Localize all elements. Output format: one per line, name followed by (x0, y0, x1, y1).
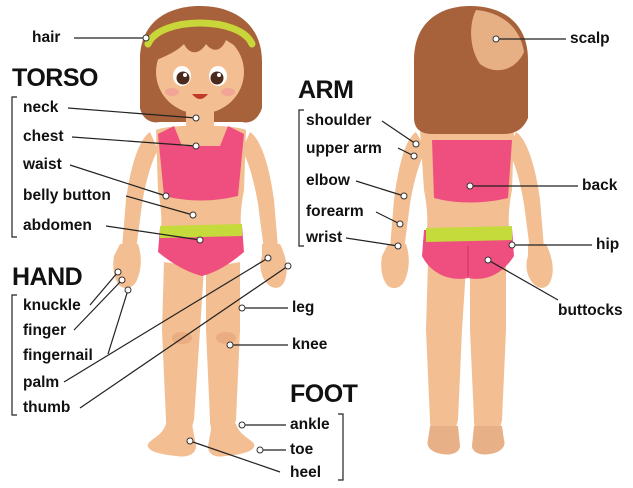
label-shoulder: shoulder (306, 112, 371, 130)
label-heel: heel (290, 464, 321, 482)
dot-palm (265, 255, 271, 261)
label-chest: chest (23, 128, 64, 146)
dot-heel (187, 438, 193, 444)
dot-finger (119, 277, 125, 283)
heading-hand: HAND (12, 263, 82, 291)
front-left-leg (162, 262, 204, 436)
back-left-leg (426, 262, 466, 436)
front-right-leg (206, 262, 240, 436)
back-right-leg (470, 262, 506, 436)
front-left-hand (113, 244, 141, 288)
back-figure (381, 6, 553, 455)
label-hair: hair (32, 29, 60, 47)
dot-hair (143, 35, 149, 41)
back-left-foot (428, 426, 460, 455)
back-left-arm (390, 132, 426, 250)
dot-chest (193, 143, 199, 149)
label-ankle: ankle (290, 416, 330, 434)
dot-elbow (401, 193, 407, 199)
front-right-pupil (211, 72, 224, 85)
label-knuckle: knuckle (23, 297, 81, 315)
label-scalp: scalp (570, 30, 610, 48)
label-toe: toe (290, 441, 313, 459)
front-right-knee (216, 332, 236, 344)
heading-arm: ARM (298, 76, 353, 104)
front-right-eye-shine (217, 73, 221, 77)
bracket-foot (338, 414, 343, 480)
label-buttocks: buttocks (558, 302, 623, 320)
dot-hip (509, 242, 515, 248)
front-right-foot (208, 424, 254, 457)
label-upper-arm: upper arm (306, 140, 382, 158)
dot-waist (163, 193, 169, 199)
front-right-cheek (221, 88, 235, 96)
dot-fingernail (125, 287, 131, 293)
back-left-hand (381, 244, 409, 288)
label-hip: hip (596, 236, 619, 254)
front-left-eye-shine (183, 73, 187, 77)
label-neck: neck (23, 99, 58, 117)
dot-back (467, 183, 473, 189)
back-right-arm (508, 132, 544, 250)
dot-leg (239, 305, 245, 311)
label-wrist: wrist (306, 229, 342, 247)
leader-shoulder (382, 121, 416, 144)
label-forearm: forearm (306, 203, 364, 221)
dot-upper-arm (411, 153, 417, 159)
back-right-hand (526, 244, 552, 288)
back-right-foot (472, 426, 504, 455)
dot-belly-button (190, 212, 196, 218)
label-thumb: thumb (23, 399, 70, 417)
bracket-hand (12, 295, 17, 415)
back-swim-top (432, 140, 512, 203)
label-palm: palm (23, 374, 59, 392)
label-leg: leg (292, 299, 314, 317)
front-right-hand (260, 244, 286, 288)
label-waist: waist (23, 156, 62, 174)
label-elbow: elbow (306, 172, 350, 190)
back-waistband (426, 226, 512, 242)
dot-wrist (395, 243, 401, 249)
dot-buttocks (485, 257, 491, 263)
label-fingernail: fingernail (23, 347, 93, 365)
dot-ankle (239, 422, 245, 428)
label-belly-button: belly button (23, 187, 111, 205)
label-knee: knee (292, 336, 327, 354)
front-left-cheek (165, 88, 179, 96)
dot-forearm (397, 221, 403, 227)
dot-shoulder (413, 141, 419, 147)
heading-foot: FOOT (290, 380, 357, 408)
dot-abdomen (197, 237, 203, 243)
bracket-torso (12, 97, 17, 237)
dot-scalp (493, 36, 499, 42)
label-finger: finger (23, 322, 66, 340)
dot-knee (227, 342, 233, 348)
leader-wrist (346, 238, 398, 246)
dot-thumb (285, 263, 291, 269)
label-back: back (582, 177, 617, 195)
bracket-arm (299, 110, 304, 246)
front-left-arm (122, 132, 158, 250)
heading-torso: TORSO (12, 64, 98, 92)
dot-toe (257, 447, 263, 453)
label-abdomen: abdomen (23, 217, 92, 235)
dot-neck (193, 115, 199, 121)
front-left-pupil (177, 72, 190, 85)
dot-knuckle (115, 269, 121, 275)
front-right-arm (242, 132, 278, 250)
